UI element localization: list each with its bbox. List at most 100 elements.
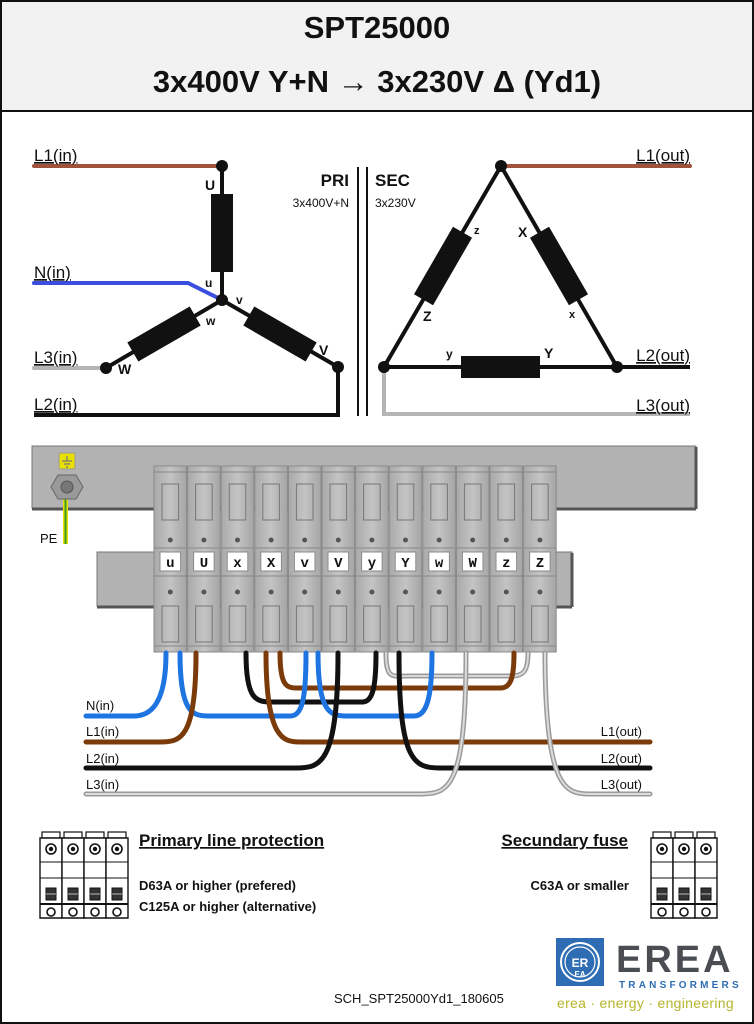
logo-emblem bbox=[556, 938, 604, 986]
secondary-label: SEC bbox=[375, 171, 410, 190]
wiring-label-n-in: N(in) bbox=[86, 698, 114, 713]
primary-label: PRI bbox=[321, 171, 349, 190]
wire-black-loop bbox=[243, 650, 379, 705]
wire-l2-out-terminal bbox=[396, 650, 653, 771]
terminal-label-u: u bbox=[205, 276, 212, 290]
terminal-X[interactable]: X bbox=[254, 465, 288, 653]
logo-name: EREA bbox=[616, 939, 734, 981]
terminal-label: X bbox=[267, 556, 276, 572]
terminal-marker bbox=[461, 551, 484, 572]
terminal-label: Z bbox=[536, 556, 544, 572]
terminal-marker bbox=[293, 551, 316, 572]
terminal-label: v bbox=[300, 556, 309, 572]
winding-u bbox=[211, 194, 233, 272]
label-l3-in: L3(in) bbox=[34, 348, 77, 367]
terminal-w[interactable]: w bbox=[422, 465, 456, 653]
wiring-label-l3-in: L3(in) bbox=[86, 777, 119, 792]
terminal-marker bbox=[327, 551, 350, 572]
wiring-label-l2-in: L2(in) bbox=[86, 751, 119, 766]
wire-l3-out bbox=[382, 367, 690, 416]
label-l3-out: L3(out) bbox=[636, 396, 690, 415]
secondary-protection-title: Secundary fuse bbox=[501, 831, 628, 850]
terminal-v[interactable]: v bbox=[287, 465, 322, 653]
terminal-label: x bbox=[233, 556, 242, 572]
label-l2-in: L2(in) bbox=[34, 395, 77, 414]
page-title: SPT25000 bbox=[303, 10, 451, 45]
page-subtitle: 3x400V Y+N → 3x230V Δ (Yd1) bbox=[152, 64, 602, 99]
wire-n-in-terminal bbox=[83, 650, 169, 719]
node-v bbox=[332, 361, 344, 373]
wire-n-in bbox=[32, 281, 224, 302]
terminal-marker bbox=[361, 551, 383, 572]
terminal-label: z bbox=[502, 556, 510, 572]
label-l1-out: L1(out) bbox=[636, 146, 690, 165]
terminal-marker bbox=[226, 551, 249, 572]
terminal-W[interactable]: W bbox=[455, 465, 490, 653]
terminal-label-U: U bbox=[205, 177, 215, 193]
terminal-label: U bbox=[200, 556, 208, 572]
pe-label: PE bbox=[40, 531, 58, 546]
primary-star-schematic: L1(in) N(in) L3(in) L2(in) U u v w V W bbox=[32, 146, 344, 417]
node-top bbox=[495, 160, 507, 172]
breaker-4-pole-icon bbox=[39, 831, 129, 919]
label-n-in: N(in) bbox=[34, 263, 71, 282]
secondary-rating: 3x230V bbox=[375, 196, 416, 210]
transformer-core: PRI 3x400V+N SEC 3x230V bbox=[293, 167, 416, 416]
node-right bbox=[611, 361, 623, 373]
label-l1-in: L1(in) bbox=[34, 146, 77, 165]
primary-rating: 3x400V+N bbox=[293, 196, 349, 210]
terminal-u[interactable]: u bbox=[153, 465, 188, 653]
terminal-label-y: y bbox=[446, 347, 453, 361]
terminal-x[interactable]: x bbox=[220, 465, 255, 653]
header: SPT25000 3x400V Y+N → 3x230V Δ (Yd1) bbox=[2, 2, 752, 112]
breaker-3-pole-icon bbox=[650, 831, 718, 919]
terminal-marker bbox=[260, 551, 282, 572]
terminal-U[interactable]: U bbox=[187, 465, 221, 653]
terminal-y[interactable]: y bbox=[355, 465, 389, 653]
node-w bbox=[100, 362, 112, 374]
terminal-marker bbox=[193, 551, 215, 572]
wire-l2-in bbox=[34, 367, 340, 417]
winding-w bbox=[127, 306, 201, 362]
wire-l2-in-terminal bbox=[83, 650, 341, 771]
primary-protection-title: Primary line protection bbox=[139, 831, 324, 850]
terminal-label: V bbox=[334, 556, 343, 572]
terminal-label-X: X bbox=[518, 224, 528, 240]
svg-text:EA: EA bbox=[574, 970, 585, 979]
terminal-label: W bbox=[468, 556, 477, 572]
winding-y bbox=[461, 356, 540, 378]
node-star bbox=[216, 294, 228, 306]
label-l2-out: L2(out) bbox=[636, 346, 690, 365]
terminal-label-v: v bbox=[236, 293, 243, 307]
wiring-label-l2-out: L2(out) bbox=[601, 751, 642, 766]
terminal-label-V: V bbox=[319, 342, 329, 358]
terminal-label: y bbox=[368, 556, 377, 572]
terminal-marker bbox=[529, 551, 551, 572]
terminal-V[interactable]: V bbox=[321, 465, 356, 653]
terminal-z[interactable]: z bbox=[489, 465, 524, 653]
wire-l1-out-terminal bbox=[263, 650, 653, 745]
terminal-label-x: x bbox=[569, 309, 576, 321]
wire-gray-loop bbox=[383, 650, 531, 679]
logo-tagline: erea · energy · engineering bbox=[557, 995, 734, 1011]
secondary-protection-line-1: C63A or smaller bbox=[530, 878, 629, 893]
terminal-marker bbox=[159, 551, 182, 572]
primary-protection-line-2: C125A or higher (alternative) bbox=[139, 899, 316, 914]
wiring-harness bbox=[83, 650, 653, 797]
primary-protection-line-1: D63A or higher (prefered) bbox=[139, 878, 296, 893]
terminal-Z[interactable]: Z bbox=[523, 465, 557, 653]
node-u bbox=[216, 160, 228, 172]
ground-icon bbox=[62, 456, 72, 468]
terminal-label-Y: Y bbox=[544, 345, 554, 361]
secondary-delta-schematic: L1(out) L2(out) L3(out) z Z X x y Y bbox=[378, 146, 692, 416]
svg-text:ER: ER bbox=[572, 956, 589, 970]
terminal-marker bbox=[495, 551, 518, 572]
terminal-Y[interactable]: Y bbox=[388, 465, 423, 653]
terminal-label: Y bbox=[401, 556, 410, 572]
wiring-label-l1-out: L1(out) bbox=[601, 724, 642, 739]
terminal-label: u bbox=[166, 556, 174, 572]
erea-logo: ER EA EREA TRANSFORMERS erea · energy · … bbox=[556, 938, 739, 1011]
terminal-label: w bbox=[435, 556, 444, 572]
